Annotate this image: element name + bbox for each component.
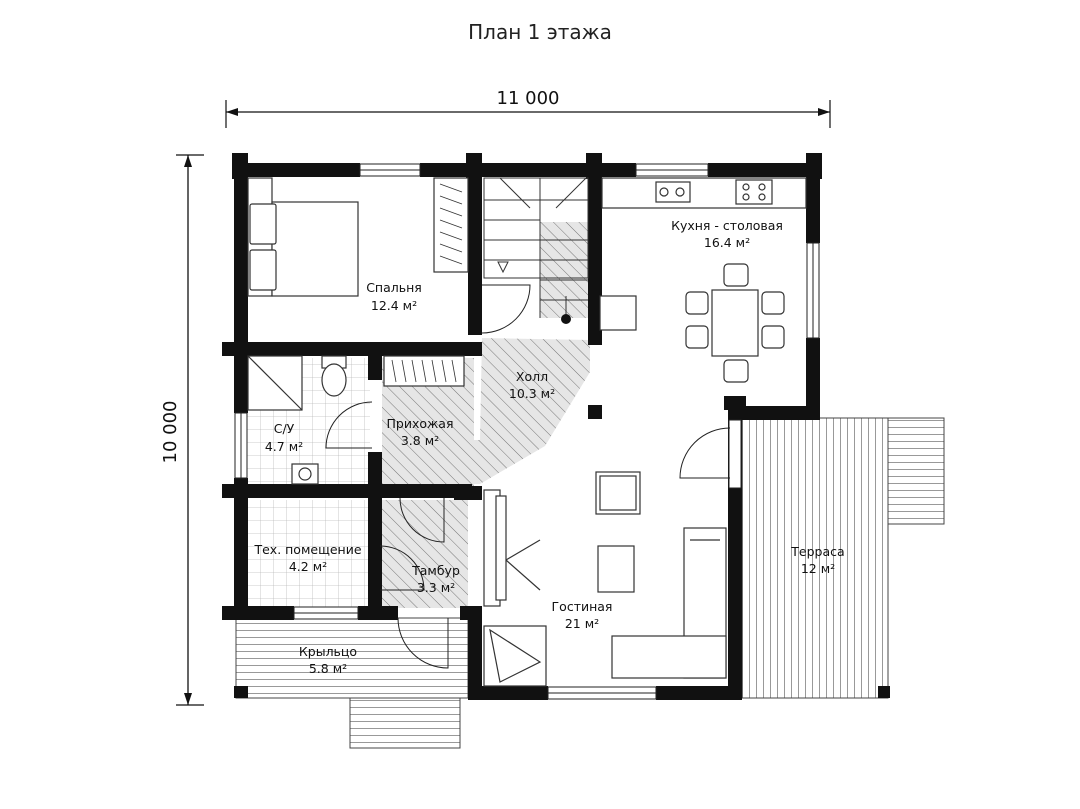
room-name-kitchen: Кухня - столовая: [671, 218, 783, 233]
room-name-entry: Прихожая: [387, 416, 454, 431]
tech-room-floor: [242, 500, 370, 608]
living-room-furniture: [483, 471, 727, 687]
porch-steps: [349, 697, 461, 749]
terrace-steps: [887, 417, 945, 525]
staircase: [483, 177, 589, 318]
room-name-bathroom: С/У: [274, 421, 295, 436]
room-area-living: 21 м²: [565, 616, 599, 631]
bathroom-fixtures: [247, 355, 347, 485]
room-area-hall: 10.3 м²: [509, 386, 555, 401]
terrace-deck: [741, 417, 889, 699]
room-name-terrace: Терраса: [790, 544, 844, 559]
dimension-width: [225, 100, 831, 128]
room-name-living: Гостиная: [552, 599, 613, 614]
dimension-width-label: 11 000: [497, 88, 560, 109]
dimension-height: [176, 154, 204, 706]
dimension-height-label: 10 000: [160, 401, 181, 464]
room-area-bedroom: 12.4 м²: [371, 298, 417, 313]
stair-pivot: [561, 314, 571, 324]
plan-title: План 1 этажа: [468, 20, 612, 44]
room-area-porch: 5.8 м²: [309, 661, 347, 676]
room-name-hall: Холл: [516, 369, 548, 384]
room-name-porch: Крыльцо: [299, 644, 357, 659]
room-area-bathroom: 4.7 м²: [265, 439, 303, 454]
kitchen-furniture: [599, 177, 807, 383]
room-name-vestibule: Тамбур: [411, 563, 460, 578]
room-area-tech: 4.2 м²: [289, 559, 327, 574]
hall-hatch: [382, 338, 590, 486]
doors: [325, 284, 731, 669]
bedroom-furniture: [247, 177, 469, 297]
room-name-tech: Тех. помещение: [253, 542, 361, 557]
entry-wardrobe: [383, 355, 465, 387]
room-labels: Спальня 12.4 м² Кухня - столовая 16.4 м²…: [253, 218, 844, 676]
room-name-bedroom: Спальня: [366, 280, 422, 295]
room-area-kitchen: 16.4 м²: [704, 235, 750, 250]
room-area-entry: 3.8 м²: [401, 433, 439, 448]
room-area-terrace: 12 м²: [801, 561, 835, 576]
room-area-vestibule: 3.3 м²: [417, 580, 455, 595]
windows: [234, 163, 820, 700]
